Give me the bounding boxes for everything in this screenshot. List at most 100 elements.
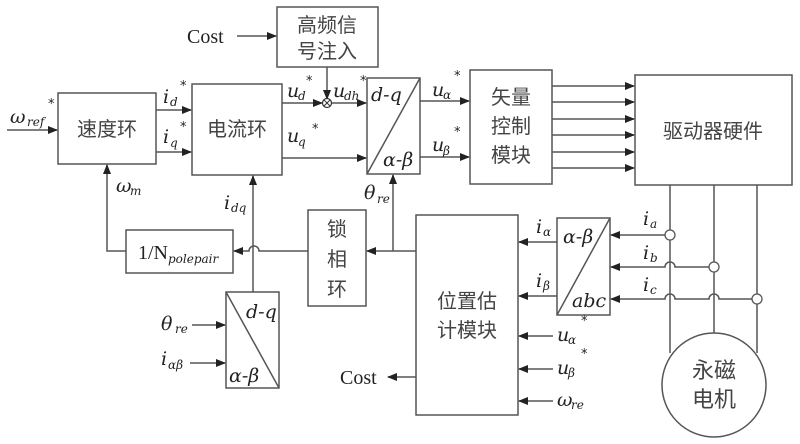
ialphabeta-input-label: i αβ — [161, 348, 183, 372]
pole-pair-label: 1/N — [138, 242, 168, 264]
svg-text:β: β — [567, 366, 575, 380]
svg-text:re: re — [175, 322, 188, 336]
vector-control-label-2: 控制 — [491, 114, 531, 138]
sum-node — [321, 97, 333, 109]
pll-label-1: 锁 — [327, 217, 347, 241]
position-estimator-block: 位置估 计模块 — [415, 214, 519, 416]
speed-loop-label: 速度环 — [77, 117, 137, 141]
ud-ref-label: u d * — [287, 74, 313, 103]
omega-m-label: ω m — [116, 175, 141, 198]
position-estimator-label-2: 计模块 — [437, 318, 497, 342]
svg-text:m: m — [130, 184, 141, 198]
hf-injection-label-2: 号注入 — [297, 39, 357, 63]
svg-text:α: α — [443, 88, 451, 102]
hf-injection-label-1: 高频信 — [297, 13, 357, 37]
park-transform-block: d-q α-β — [225, 291, 280, 389]
current-loop-label: 电流环 — [207, 117, 267, 141]
svg-text:q: q — [298, 135, 306, 149]
inverse-park-top-label: d-q — [371, 84, 402, 106]
position-estimator-label-1: 位置估 — [437, 289, 497, 313]
ubeta-est-label: u β * — [557, 347, 588, 380]
svg-text:θ: θ — [364, 182, 376, 204]
svg-text:u: u — [287, 80, 299, 102]
svg-text:i: i — [536, 270, 542, 292]
current-sensor-b — [708, 261, 720, 273]
svg-text:dq: dq — [231, 201, 247, 215]
svg-text:αβ: αβ — [168, 358, 183, 372]
svg-text:*: * — [454, 125, 461, 140]
clarke-transform-block: α-β abc — [556, 217, 611, 316]
svg-text:b: b — [650, 251, 658, 265]
driver-hardware-block: 驱动器硬件 — [634, 74, 793, 186]
ibeta-label: i β — [536, 270, 550, 293]
svg-text:i: i — [161, 348, 167, 370]
park-top-label: d-q — [246, 301, 277, 323]
svg-text:i: i — [643, 208, 649, 230]
svg-text:u: u — [557, 357, 569, 379]
current-sensor-a — [664, 229, 676, 241]
svg-text:re: re — [377, 192, 390, 206]
svg-text:θ: θ — [161, 313, 173, 335]
svg-text:*: * — [180, 120, 187, 135]
svg-text:re: re — [571, 398, 584, 412]
idq-label: i dq — [224, 192, 247, 215]
iq-ref-label: i q * — [163, 120, 187, 150]
wire-ib — [610, 261, 710, 271]
inverse-park-bottom-label: α-β — [383, 149, 413, 171]
id-ref-label: i d * — [163, 79, 187, 109]
svg-text:u: u — [432, 79, 444, 101]
ia-label: i a — [643, 208, 657, 231]
svg-text:β: β — [442, 144, 450, 158]
svg-text:i: i — [536, 216, 542, 238]
pll-block: 锁 相 环 — [307, 209, 367, 307]
svg-text:u: u — [557, 324, 569, 346]
wire-pll-to-polepair — [233, 245, 308, 255]
omega-re-label: ω re — [557, 389, 584, 412]
svg-text:u: u — [333, 80, 345, 102]
current-sensor-c — [751, 293, 763, 305]
theta-re-label: θ re — [364, 182, 390, 206]
motor-label-1: 永磁 — [692, 359, 736, 384]
svg-text:i: i — [224, 192, 230, 214]
motor-label-2: 电机 — [692, 388, 736, 413]
omega-ref-label: ω ref * — [10, 97, 55, 129]
ib-label: i b — [643, 242, 658, 265]
vector-control-label-3: 模块 — [491, 143, 531, 167]
svg-text:u: u — [287, 125, 299, 147]
svg-text:*: * — [581, 347, 588, 362]
pll-label-2: 相 — [327, 247, 347, 271]
pole-pair-sub: polepair — [168, 252, 220, 266]
svg-text:q: q — [170, 136, 178, 150]
pm-motor: 永磁 电机 — [661, 332, 767, 438]
cost-output-label: Cost — [340, 367, 377, 389]
svg-text:i: i — [163, 126, 169, 148]
svg-text:*: * — [360, 74, 367, 89]
uq-ref-label: u q * — [287, 122, 319, 149]
svg-text:u: u — [432, 134, 444, 156]
cost-input-label: Cost — [187, 26, 224, 48]
wire-ic — [610, 293, 753, 303]
svg-text:a: a — [650, 217, 657, 231]
hf-injection-block: 高频信 号注入 — [276, 6, 379, 68]
svg-text:i: i — [643, 242, 649, 264]
svg-text:*: * — [48, 97, 55, 112]
svg-text:β: β — [542, 279, 550, 293]
udh-ref-label: u dh * — [333, 74, 367, 103]
svg-text:c: c — [650, 283, 657, 297]
ubeta-ref-label: u β * — [432, 125, 461, 158]
svg-text:ref: ref — [27, 115, 47, 129]
pll-label-3: 环 — [327, 277, 347, 301]
svg-text:d: d — [170, 95, 178, 109]
svg-text:ω: ω — [116, 175, 132, 197]
clarke-bottom-label: abc — [572, 290, 606, 312]
svg-text:*: * — [306, 74, 313, 89]
ualpha-est-label: u α * — [557, 314, 588, 347]
vector-control-block: 矢量 控制 模块 — [469, 69, 553, 185]
ualpha-ref-label: u α * — [432, 69, 461, 102]
wires — [7, 32, 758, 405]
theta-re-input-label: θ re — [161, 313, 188, 336]
clarke-top-label: α-β — [563, 226, 593, 248]
park-bottom-label: α-β — [229, 365, 259, 387]
svg-text:d: d — [298, 89, 306, 103]
svg-text:i: i — [643, 274, 649, 296]
